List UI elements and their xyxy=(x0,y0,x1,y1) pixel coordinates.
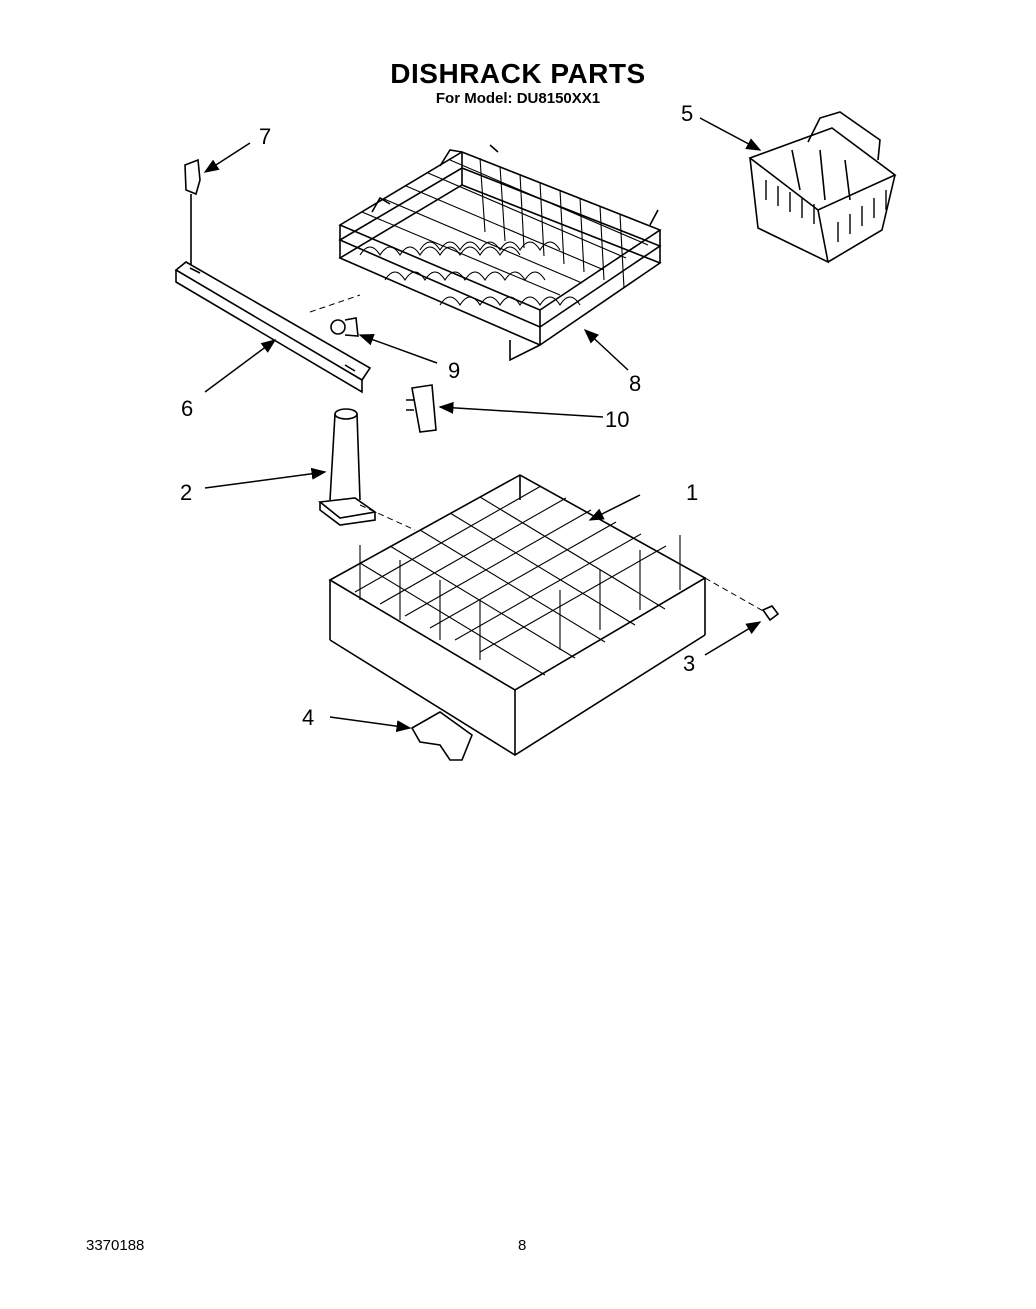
upper-dishrack-drawing xyxy=(338,144,662,362)
callout-3: 3 xyxy=(683,651,696,676)
callout-6: 6 xyxy=(181,396,194,421)
assembly-lines xyxy=(309,294,766,613)
callout-8: 8 xyxy=(629,371,642,396)
small-parts-drawing xyxy=(330,317,437,433)
leader-arrows xyxy=(203,117,762,733)
callout-1: 1 xyxy=(686,480,699,505)
callout-10: 10 xyxy=(605,407,630,432)
lower-small-parts-drawing xyxy=(410,605,780,761)
track-drawing xyxy=(174,158,372,394)
document-number: 3370188 xyxy=(86,1237,145,1254)
callout-2: 2 xyxy=(180,480,193,505)
lower-dishrack-drawing xyxy=(328,474,707,756)
callout-9: 9 xyxy=(448,358,461,383)
page-number: 8 xyxy=(518,1237,527,1254)
support-tube-drawing xyxy=(317,408,378,526)
model-subtitle: For Model: DU8150XX1 xyxy=(435,90,601,107)
silverware-basket-drawing xyxy=(748,111,897,264)
diagram-title: DISHRACK PARTS xyxy=(390,58,646,89)
callout-7: 7 xyxy=(259,124,272,149)
callout-4: 4 xyxy=(302,705,315,730)
callout-5: 5 xyxy=(681,101,694,126)
